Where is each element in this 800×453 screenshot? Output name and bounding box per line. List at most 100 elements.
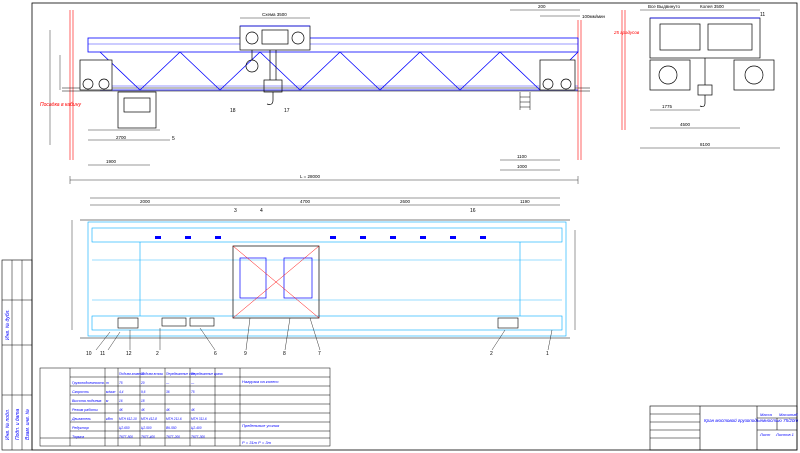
title-sheets: Листов 1 bbox=[775, 432, 794, 437]
table-row-label: Скорость bbox=[72, 390, 89, 394]
title-scale: Масштаб bbox=[779, 412, 798, 417]
plan-trolley bbox=[232, 245, 320, 319]
table-cell: Ц2-500 bbox=[141, 426, 152, 430]
table-row-label: Двигатель bbox=[71, 417, 91, 421]
ref-16: 16 bbox=[470, 208, 476, 214]
ref-18: 18 bbox=[230, 108, 236, 114]
table-cell: 9,6 bbox=[141, 390, 146, 394]
table-cell: Ц2-400 bbox=[191, 426, 202, 430]
plan-rails bbox=[80, 219, 570, 339]
table-cell: ТКТГ-300 bbox=[191, 435, 205, 439]
stamp-dubl: Инв. № дубл. bbox=[5, 309, 11, 340]
table-cell: Ц2-650 bbox=[119, 426, 130, 430]
ref-6: 6 bbox=[214, 351, 217, 357]
dim-1900: 1900 bbox=[106, 159, 117, 164]
dim-8100: 8100 bbox=[700, 142, 711, 147]
table-cell: ТКТГ-200 bbox=[166, 435, 180, 439]
stamp-podp: Подп. и дата bbox=[15, 408, 21, 440]
stamp-inv-podl: Инв. № подл. bbox=[5, 409, 11, 440]
ref-12: 12 bbox=[126, 351, 132, 357]
dim-scale-top: Схема 3500 bbox=[262, 12, 287, 17]
ref-10: 10 bbox=[86, 351, 92, 357]
ref-2: 2 bbox=[156, 351, 159, 357]
table-cell: 75 bbox=[191, 390, 195, 394]
crane-front-view: Схема 3500 200 100мм/мин L = 28000 2700 … bbox=[40, 4, 640, 184]
table-cell: МТН 412-8 bbox=[141, 417, 157, 421]
trolley bbox=[239, 25, 311, 51]
side-trolley bbox=[649, 17, 761, 59]
side-hook bbox=[697, 58, 713, 107]
ref-1: 1 bbox=[546, 351, 549, 357]
table-cell: 16 bbox=[119, 399, 123, 403]
dim-1190: 1190 bbox=[520, 199, 530, 204]
ref-9: 9 bbox=[244, 351, 247, 357]
side-end-carriages bbox=[649, 59, 775, 91]
stamp-vzam: Взам. инв. № bbox=[25, 408, 31, 440]
end-truck-right bbox=[539, 59, 576, 91]
table-cell: 4,4 bbox=[119, 390, 124, 394]
dim-scale-right: Колея 3500 bbox=[700, 4, 724, 9]
table-note2: Предельные усилия bbox=[242, 423, 280, 428]
table-row-unit: м bbox=[106, 399, 109, 403]
table-cell: — bbox=[165, 381, 170, 385]
ref-11: 11 bbox=[760, 12, 765, 18]
ref-5: 5 bbox=[172, 136, 175, 142]
ref-4: 4 bbox=[260, 208, 263, 214]
hook-aux bbox=[245, 50, 259, 73]
side-dimensions bbox=[640, 9, 780, 149]
dim-1100: 1100 bbox=[517, 154, 527, 159]
table-cell: — bbox=[190, 381, 195, 385]
plan-leaders bbox=[95, 317, 553, 351]
ref-3: 3 bbox=[234, 208, 237, 214]
table-cell: 36 bbox=[166, 390, 170, 394]
dim-4500: 4500 bbox=[680, 122, 691, 127]
dim-200: 200 bbox=[538, 4, 546, 9]
table-row-label: Режим работы bbox=[72, 408, 98, 412]
table-cell: 4К bbox=[166, 408, 171, 412]
table-cell: ТКТГ-500 bbox=[119, 435, 133, 439]
crane-plan-view: 3 4 16 4700 2600 2000 1190 10 11 12 2 6 … bbox=[71, 197, 576, 357]
table-cell: МТН 311-6 bbox=[191, 417, 207, 421]
table-cell: МТН 612-10 bbox=[119, 417, 137, 421]
plan-drives bbox=[117, 317, 519, 329]
building-columns bbox=[69, 10, 582, 160]
table-row-label: Высота подъема bbox=[72, 399, 101, 403]
plan-dimensions bbox=[71, 197, 576, 330]
ref-17: 17 bbox=[284, 108, 290, 114]
table-note1: Нагрузка на колесо bbox=[242, 379, 279, 384]
hook-main bbox=[263, 50, 283, 105]
title-block: Кран мостовой грузоподъемностью 75/20т М… bbox=[649, 405, 798, 451]
dim-1775: 1775 bbox=[662, 104, 673, 109]
dim-2600: 2600 bbox=[400, 199, 411, 204]
table-row-label: Редуктор bbox=[72, 426, 89, 430]
table-foot: Р = 31т Р = 3т bbox=[242, 440, 272, 445]
bridge-girder bbox=[87, 37, 579, 91]
table-col-head: Подъем вспом. bbox=[141, 372, 164, 376]
table-row-label: Грузоподъемность bbox=[72, 381, 104, 385]
table-cell: МТН 211-6 bbox=[166, 417, 182, 421]
dim-2700: 2700 bbox=[116, 135, 127, 140]
table-cell: 18 bbox=[141, 399, 145, 403]
rails bbox=[62, 87, 590, 92]
dim-4700: 4700 bbox=[300, 199, 311, 204]
span-label: L = 28000 bbox=[300, 174, 320, 179]
table-col-head: Передвижение крана bbox=[191, 372, 223, 376]
table-row-unit: м/мин bbox=[106, 390, 115, 394]
end-truck-left bbox=[79, 59, 113, 91]
table-col-head: Передвижение тел. bbox=[166, 372, 196, 376]
title-mass: Масса bbox=[760, 412, 773, 417]
front-dimensions bbox=[49, 9, 580, 184]
table-cell: ВК-550 bbox=[166, 426, 177, 430]
left-stamp: Инв. № подл. Подп. и дата Взам. инв. № И… bbox=[5, 309, 31, 440]
table-cell: 20 bbox=[140, 381, 145, 385]
dim-100: 100мм/мин bbox=[582, 14, 606, 19]
operator-cabin bbox=[117, 91, 157, 129]
view-label: Посадка в кабину bbox=[40, 102, 81, 108]
table-row-label: Тормоз bbox=[72, 435, 84, 439]
table-row-unit: т bbox=[106, 381, 109, 385]
crane-side-view: Все Выдвинуто Колея 3500 11 1775 4500 81… bbox=[621, 4, 780, 149]
